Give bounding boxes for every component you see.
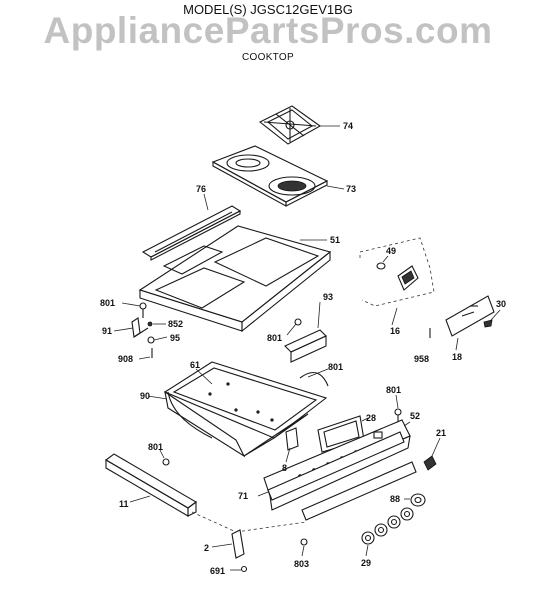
burner-plate[interactable] <box>211 145 329 207</box>
burner-grate[interactable] <box>258 105 322 145</box>
label-958: 958 <box>414 354 429 364</box>
bezel-71[interactable] <box>267 431 417 521</box>
support-bracket[interactable] <box>285 427 299 451</box>
label-29: 29 <box>361 558 371 568</box>
label-801: 801 <box>148 442 163 452</box>
label-16: 16 <box>390 326 400 336</box>
knob-21[interactable] <box>423 455 437 471</box>
label-11: 11 <box>119 499 129 509</box>
label-8: 8 <box>282 463 287 473</box>
label-691: 691 <box>210 566 225 576</box>
label-801: 801 <box>100 298 115 308</box>
label-52: 52 <box>410 411 420 421</box>
hinge-bracket[interactable] <box>231 529 245 559</box>
screw-30[interactable] <box>483 319 493 328</box>
label-95: 95 <box>170 333 180 343</box>
label-801: 801 <box>267 333 282 343</box>
label-73: 73 <box>346 184 356 194</box>
screw-691[interactable] <box>240 565 248 573</box>
screw-803[interactable] <box>300 538 308 546</box>
label-61: 61 <box>190 360 200 370</box>
model-title: MODEL(S) JGSC12GEV1BG <box>183 2 353 17</box>
label-803: 803 <box>294 559 309 569</box>
label-28: 28 <box>366 413 376 423</box>
label-801: 801 <box>386 385 401 395</box>
label-30: 30 <box>496 299 506 309</box>
burner-box[interactable] <box>163 361 328 458</box>
label-2: 2 <box>204 543 209 553</box>
screw-801[interactable] <box>294 318 302 326</box>
wire-harness[interactable] <box>167 372 329 439</box>
label-18: 18 <box>452 352 462 362</box>
control-knobs[interactable] <box>361 507 414 545</box>
left-bracket[interactable] <box>131 302 155 358</box>
label-852: 852 <box>168 319 183 329</box>
screw-801[interactable] <box>162 458 170 466</box>
label-801: 801 <box>328 362 343 372</box>
inset-frame <box>359 237 435 326</box>
label-74: 74 <box>343 121 353 131</box>
label-49: 49 <box>386 246 396 256</box>
knob-88[interactable] <box>410 493 426 507</box>
label-93: 93 <box>323 292 333 302</box>
front-trim[interactable] <box>105 453 197 517</box>
label-51: 51 <box>330 235 340 245</box>
right-side-panel[interactable] <box>445 295 495 337</box>
label-21: 21 <box>436 428 446 438</box>
label-71: 71 <box>238 491 248 501</box>
watermark: AppliancePartsPros.com <box>43 10 493 51</box>
section-title: COOKTOP <box>242 52 294 63</box>
screw-801[interactable] <box>394 408 402 416</box>
cooktop-main-top[interactable] <box>138 225 332 333</box>
label-90: 90 <box>140 391 150 401</box>
side-bracket[interactable] <box>284 329 327 363</box>
label-908: 908 <box>118 354 133 364</box>
label-91: 91 <box>102 326 112 336</box>
rear-trim-strip[interactable] <box>141 205 242 261</box>
label-88: 88 <box>390 494 400 504</box>
label-76: 76 <box>196 184 206 194</box>
